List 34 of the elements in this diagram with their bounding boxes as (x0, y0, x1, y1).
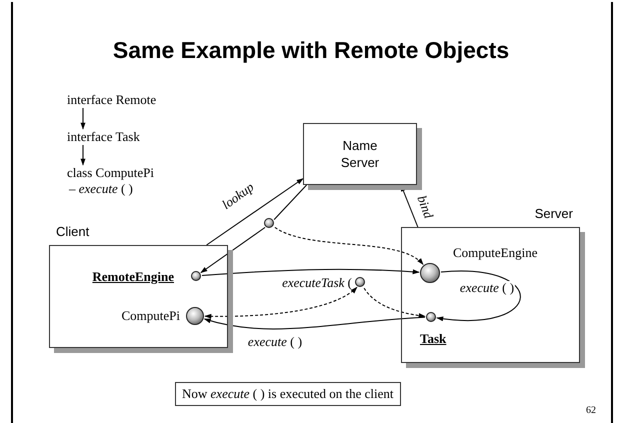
slide-title: Same Example with Remote Objects (112, 36, 510, 64)
class-name: class ComputePi (67, 165, 154, 181)
box-heading: Client (56, 224, 90, 240)
edge-label: bind (414, 192, 436, 222)
object-name: RemoteEngine (92, 269, 174, 285)
object-name: Task (420, 331, 446, 347)
object-ball (420, 263, 440, 283)
object-name: executeTask ( (282, 275, 352, 291)
object-ball (186, 307, 204, 325)
page-number: 62 (586, 404, 596, 418)
object-ball (426, 312, 436, 322)
box-label: Name Server (340, 137, 380, 171)
class-name: interface Remote (67, 92, 156, 108)
object-ball (264, 218, 274, 228)
edge-label: execute ( ) (458, 281, 516, 295)
arrow (206, 178, 304, 246)
arrow (204, 286, 358, 319)
object-ball (355, 277, 365, 287)
object-name: ComputePi (121, 308, 180, 324)
arrow (364, 288, 426, 318)
object-ball (191, 271, 201, 281)
box-heading: Server (534, 206, 573, 222)
edge-label: execute ( ) (246, 335, 304, 349)
class-name: interface Task (67, 129, 140, 145)
arrow (80, 108, 86, 130)
arrow (202, 268, 420, 276)
arrow (436, 270, 521, 321)
object-name: ComputeEngine (453, 245, 538, 261)
note-box: Now execute ( ) is executed on the client (175, 382, 401, 406)
arrow (200, 226, 266, 274)
method-name: – execute ( ) (68, 181, 134, 197)
arrow (80, 144, 86, 166)
arrow (204, 316, 426, 330)
arrow (274, 226, 424, 265)
